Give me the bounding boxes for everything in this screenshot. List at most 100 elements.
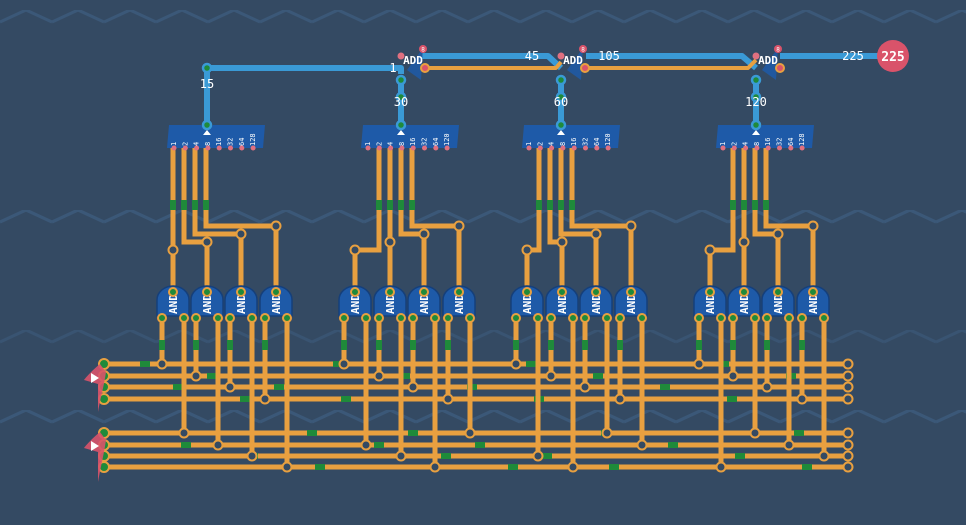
bit-pin[interactable] [777, 145, 782, 151]
gate-input-pin[interactable] [602, 313, 612, 323]
gate-output-pin[interactable] [522, 287, 532, 297]
bus-end-pin[interactable] [842, 393, 854, 405]
bit-pin[interactable] [365, 145, 371, 151]
bit-pin[interactable] [216, 145, 222, 151]
gate-output-pin[interactable] [385, 287, 395, 297]
and-gate[interactable]: AND [693, 285, 727, 323]
bit-pin[interactable] [444, 145, 450, 151]
and-gate[interactable]: AND [545, 285, 579, 323]
gate-input-wire[interactable] [409, 148, 462, 292]
gate-input-wire[interactable] [763, 148, 816, 292]
gate-input-pin[interactable] [784, 313, 794, 323]
bus-end-pin[interactable] [842, 370, 854, 382]
sum-wire[interactable] [425, 60, 563, 70]
gate-input-pin[interactable] [213, 313, 223, 323]
splitter-input-pin[interactable] [555, 119, 567, 131]
gate-input-pin[interactable] [408, 313, 418, 323]
gate-input-pin[interactable] [179, 313, 189, 323]
gate-output-pin[interactable] [705, 287, 715, 297]
bit-pin[interactable] [583, 145, 588, 151]
bus-end-pin[interactable] [842, 439, 854, 451]
gate-input-pin[interactable] [225, 313, 235, 323]
bit-pin[interactable] [537, 145, 543, 151]
and-gate[interactable]: AND [338, 285, 372, 323]
adder-carry-pin[interactable] [420, 63, 430, 73]
sum-wire[interactable] [585, 58, 758, 70]
bit-pin[interactable] [422, 145, 427, 151]
gate-input-pin[interactable] [615, 313, 625, 323]
bit-pin[interactable] [239, 145, 245, 151]
input-b-node[interactable] [84, 432, 106, 482]
gate-input-pin[interactable] [546, 313, 556, 323]
gate-input-pin[interactable] [247, 313, 257, 323]
gate-output-pin[interactable] [557, 287, 567, 297]
gate-output-pin[interactable] [271, 287, 281, 297]
gate-output-pin[interactable] [350, 287, 360, 297]
gate-input-wire[interactable] [707, 148, 736, 292]
gate-input-pin[interactable] [396, 313, 406, 323]
gate-output-pin[interactable] [202, 287, 212, 297]
bit-pin[interactable] [250, 145, 256, 151]
gate-input-wire[interactable] [181, 148, 210, 292]
bit-pin[interactable] [228, 145, 233, 151]
gate-input-pin[interactable] [374, 313, 384, 323]
bit-pin[interactable] [549, 145, 555, 151]
bit-pin[interactable] [594, 145, 600, 151]
gate-input-wire[interactable] [524, 148, 542, 292]
gate-input-pin[interactable] [637, 313, 647, 323]
sum-wire[interactable] [422, 53, 564, 71]
and-gate[interactable]: AND [761, 285, 795, 323]
bit-pin[interactable] [560, 145, 566, 151]
gate-input-pin[interactable] [750, 313, 760, 323]
bit-pin[interactable] [788, 145, 794, 151]
bus-end-pin[interactable] [842, 450, 854, 462]
adder-carry-pin[interactable] [775, 63, 785, 73]
adder-input-pin[interactable] [557, 52, 565, 60]
and-gate[interactable]: AND [407, 285, 441, 323]
gate-input-wire[interactable] [752, 148, 781, 292]
bit-pin[interactable] [410, 145, 416, 151]
gate-input-pin[interactable] [191, 313, 201, 323]
and-gate[interactable]: AND [579, 285, 613, 323]
gate-input-pin[interactable] [157, 313, 167, 323]
gate-input-pin[interactable] [533, 313, 543, 323]
bus-end-pin[interactable] [842, 427, 854, 439]
adder-input-pin[interactable] [752, 52, 760, 60]
gate-input-pin[interactable] [511, 313, 521, 323]
and-gate[interactable]: AND [727, 285, 761, 323]
gate-input-pin[interactable] [430, 313, 440, 323]
adder-input-pin[interactable] [397, 52, 405, 60]
gate-output-pin[interactable] [419, 287, 429, 297]
gate-input-wire[interactable] [569, 148, 634, 292]
gate-output-pin[interactable] [626, 287, 636, 297]
splitter-input-pin[interactable] [750, 119, 762, 131]
bit-pin[interactable] [205, 145, 211, 151]
output-node[interactable]: 225 [877, 40, 909, 72]
gate-output-pin[interactable] [591, 287, 601, 297]
gate-input-pin[interactable] [716, 313, 726, 323]
gate-input-wire[interactable] [558, 148, 599, 292]
bit-pin[interactable] [571, 145, 577, 151]
bit-pin[interactable] [765, 145, 771, 151]
gate-input-wire[interactable] [398, 148, 427, 292]
bit-pin[interactable] [171, 145, 177, 151]
bit-pin[interactable] [605, 145, 611, 151]
and-gate[interactable]: AND [259, 285, 293, 323]
bit-pin[interactable] [182, 145, 188, 151]
gate-input-pin[interactable] [797, 313, 807, 323]
gate-input-pin[interactable] [580, 313, 590, 323]
gate-input-pin[interactable] [339, 313, 349, 323]
bit-pin[interactable] [754, 145, 760, 151]
adder-carry-pin[interactable] [580, 63, 590, 73]
gate-input-pin[interactable] [260, 313, 270, 323]
gate-output-pin[interactable] [454, 287, 464, 297]
gate-output-pin[interactable] [236, 287, 246, 297]
gate-output-pin[interactable] [739, 287, 749, 297]
gate-input-pin[interactable] [443, 313, 453, 323]
bit-pin[interactable] [376, 145, 382, 151]
and-gate[interactable]: AND [510, 285, 544, 323]
